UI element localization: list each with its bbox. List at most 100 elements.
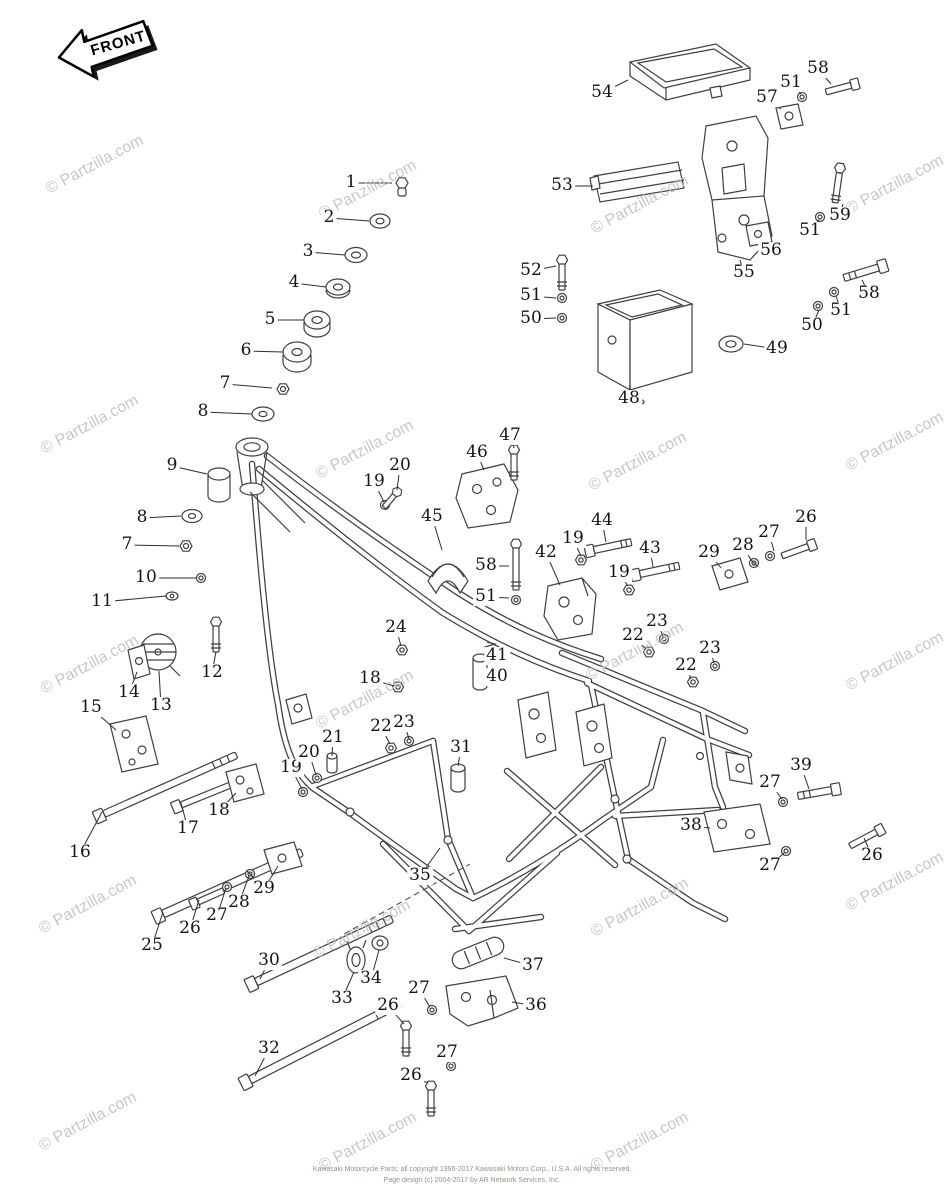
part-36-bracket <box>445 975 519 1027</box>
part-callout-52: 52 <box>518 260 544 281</box>
part-27c-washer <box>445 1060 457 1072</box>
part-1-bolt <box>395 177 409 197</box>
part-callout-58: 58 <box>473 555 499 576</box>
part-callout-38: 38 <box>678 815 704 836</box>
front-direction-arrow: FRONT <box>57 19 158 81</box>
part-callout-31: 31 <box>448 737 474 758</box>
part-callout-58: 58 <box>856 283 882 304</box>
part-48-battery-case <box>596 289 694 406</box>
part-callout-30: 30 <box>256 950 282 971</box>
part-5-cup <box>303 310 331 338</box>
part-callout-25: 25 <box>139 935 165 956</box>
part-58c-bolt <box>509 538 523 591</box>
part-callout-26: 26 <box>859 845 885 866</box>
footer-copyright: Kawasaki Motorcycle Parts; all copyright… <box>0 1165 944 1186</box>
part-callout-18: 18 <box>357 668 383 689</box>
part-27d-washer <box>777 796 789 808</box>
part-callout-51: 51 <box>797 220 823 241</box>
part-12-bolt <box>209 616 223 653</box>
part-callout-29: 29 <box>696 542 722 563</box>
part-6-damper <box>282 341 312 373</box>
part-44-bolt <box>583 538 633 559</box>
part-27e-washer <box>780 845 792 857</box>
part-46-bracket <box>455 463 519 529</box>
part-callout-18: 18 <box>206 800 232 821</box>
part-callout-46: 46 <box>464 442 490 463</box>
part-callout-58: 58 <box>805 58 831 79</box>
part-29b-clamp <box>711 557 749 591</box>
part-19-washer <box>297 786 309 798</box>
part-callout-35: 35 <box>407 865 433 886</box>
part-10-washer <box>195 572 207 584</box>
part-38-bracket <box>703 803 771 853</box>
part-54-battery-lid <box>628 43 752 101</box>
part-callout-28: 28 <box>730 535 756 556</box>
part-26d-bolt <box>848 823 887 849</box>
part-callout-20: 20 <box>296 742 322 763</box>
part-callout-1: 1 <box>343 172 359 193</box>
part-callout-26: 26 <box>793 507 819 528</box>
part-39-bolt <box>796 782 842 800</box>
part-50a-washer <box>556 312 568 324</box>
part-callout-22: 22 <box>673 655 699 676</box>
part-callout-19: 19 <box>560 528 586 549</box>
part-callout-53: 53 <box>549 175 575 196</box>
part-3-washer <box>344 246 368 264</box>
part-callout-12: 12 <box>199 662 225 683</box>
part-23-washer <box>403 735 415 747</box>
part-callout-28: 28 <box>226 892 252 913</box>
part-callout-2: 2 <box>321 207 337 228</box>
part-callout-23: 23 <box>697 638 723 659</box>
part-callout-36: 36 <box>523 995 549 1016</box>
footer-line-1: Kawasaki Motorcycle Parts; all copyright… <box>312 1166 632 1173</box>
part-callout-8: 8 <box>134 507 150 528</box>
part-callout-8: 8 <box>195 401 211 422</box>
part-callout-17: 17 <box>175 818 201 839</box>
part-callout-26: 26 <box>375 995 401 1016</box>
part-callout-54: 54 <box>589 82 615 103</box>
part-callout-47: 47 <box>497 425 523 446</box>
part-27b-washer <box>426 1004 438 1016</box>
part-callout-39: 39 <box>788 755 814 776</box>
part-49-grommet <box>718 335 744 353</box>
part-callout-14: 14 <box>116 682 142 703</box>
part-53-strap <box>589 161 685 203</box>
part-57-clamp <box>775 103 804 130</box>
part-51b-washer <box>828 286 840 298</box>
part-51d-washer <box>796 91 808 103</box>
part-callout-37: 37 <box>520 955 546 976</box>
part-callout-13: 13 <box>148 695 174 716</box>
part-callout-48: 48 <box>616 388 642 409</box>
part-31-spacer <box>450 763 466 793</box>
part-20-washer <box>311 772 323 784</box>
part-callout-22: 22 <box>368 716 394 737</box>
part-callout-21: 21 <box>320 727 346 748</box>
part-callout-9: 9 <box>164 455 180 476</box>
part-2-washer <box>369 213 391 229</box>
part-callout-59: 59 <box>827 205 853 226</box>
part-callout-26: 26 <box>177 918 203 939</box>
front-arrow-shape <box>57 19 154 78</box>
part-18-bracket <box>225 763 265 803</box>
part-callout-57: 57 <box>754 87 780 108</box>
part-callout-15: 15 <box>78 697 104 718</box>
part-51e-washer <box>510 594 522 606</box>
part-callout-44: 44 <box>589 510 615 531</box>
part-callout-33: 33 <box>329 988 355 1009</box>
part-callout-27: 27 <box>757 855 783 876</box>
part-callout-3: 3 <box>300 241 316 262</box>
part-callout-27: 27 <box>204 905 230 926</box>
part-callout-7: 7 <box>119 534 135 555</box>
part-50b-washer <box>812 300 824 312</box>
part-8b-washer <box>181 508 203 524</box>
part-7-nut <box>276 383 290 395</box>
part-callout-24: 24 <box>383 617 409 638</box>
part-37-footpeg-rubber <box>451 936 505 970</box>
part-callout-51: 51 <box>473 586 499 607</box>
part-14-bracket <box>127 644 151 680</box>
part-4-damper <box>325 278 351 299</box>
part-callout-23: 23 <box>644 611 670 632</box>
part-callout-50: 50 <box>799 315 825 336</box>
part-58a-bolt <box>824 77 861 96</box>
